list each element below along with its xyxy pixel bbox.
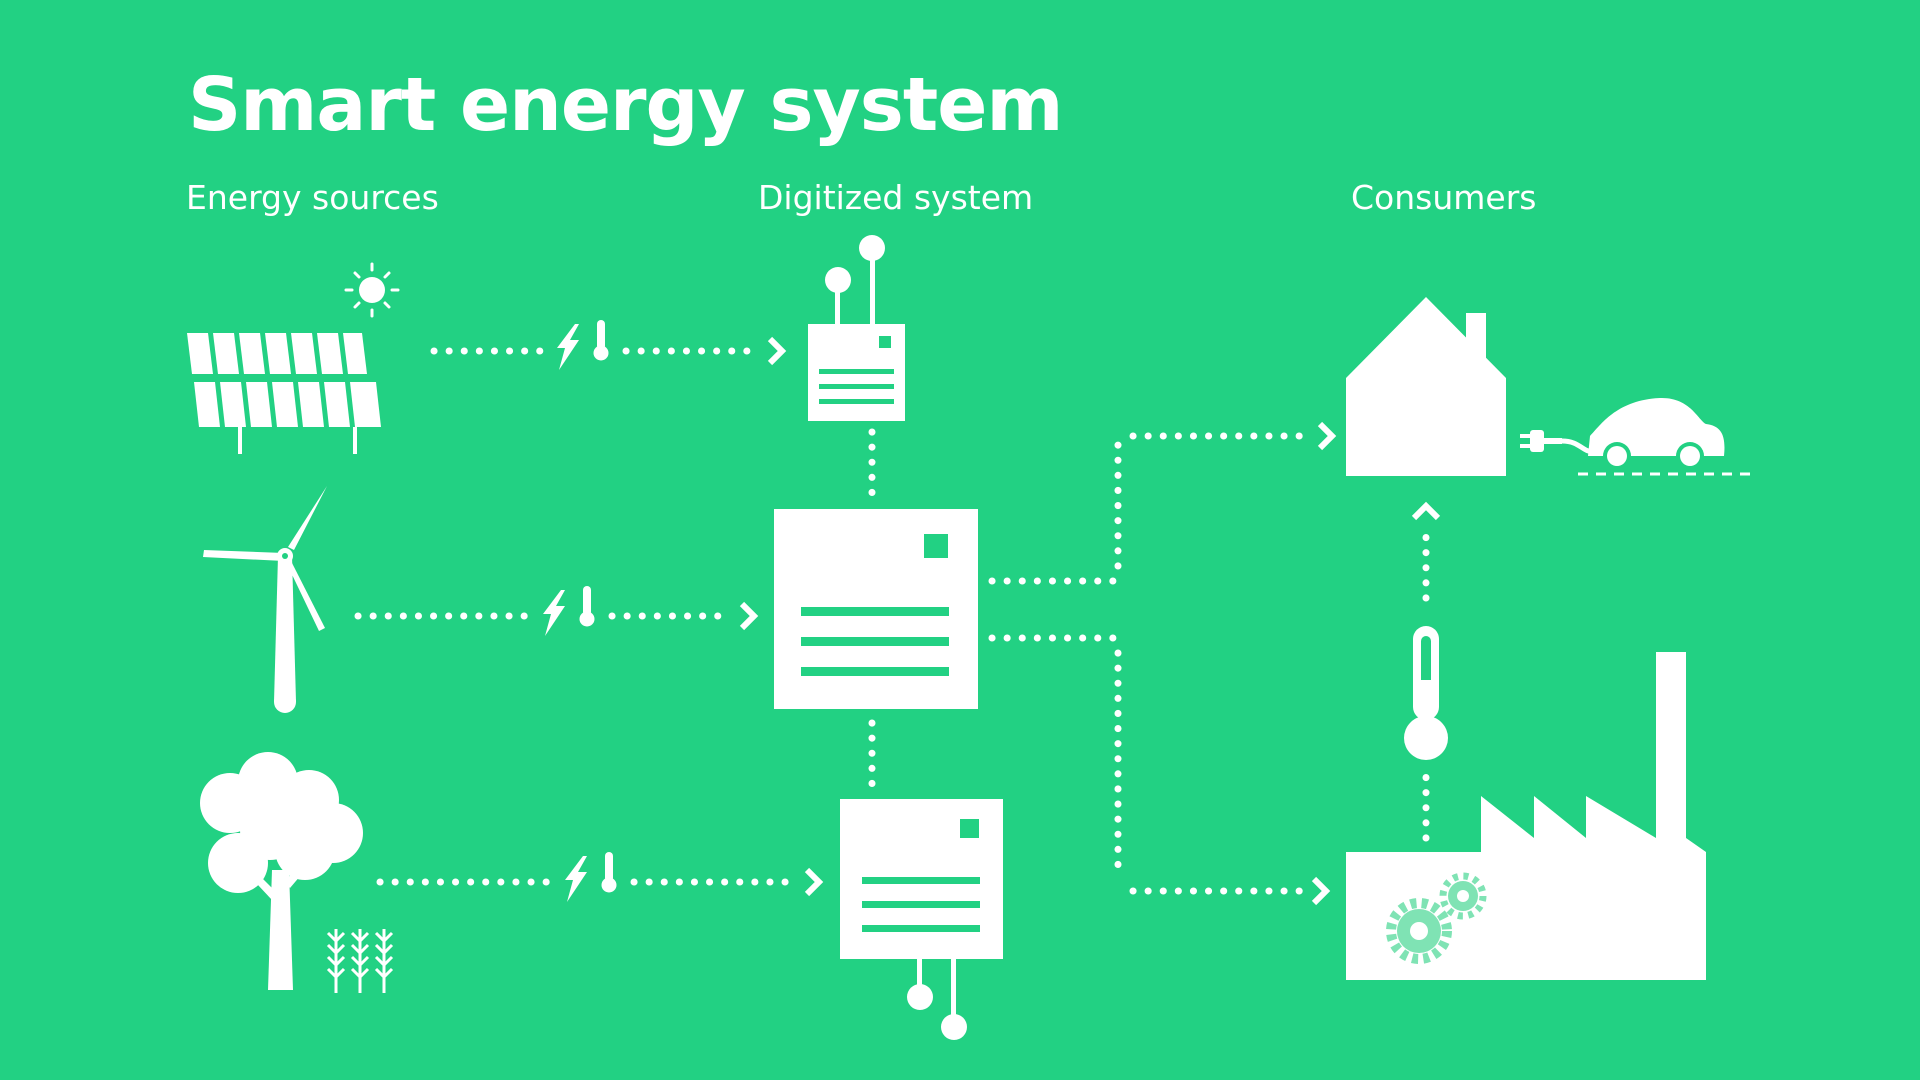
flow-wind-to-device (354, 586, 754, 636)
thermometer-icon (601, 852, 617, 893)
chevron-up-icon (1411, 501, 1441, 521)
digitized-system-label: Digitized system (758, 178, 1034, 217)
house-icon (1346, 297, 1506, 476)
wheat-icon (326, 929, 394, 993)
flow-solar-to-device (430, 320, 782, 370)
flow-to-factory (988, 634, 1306, 895)
device-bottom (840, 799, 1003, 1040)
chevron-right-icon (770, 339, 782, 363)
electric-car-icon (1520, 397, 1756, 476)
wind-turbine-icon (203, 486, 327, 713)
tree-icon (200, 752, 363, 990)
lightning-icon (565, 856, 587, 902)
thermometer-icon (579, 586, 595, 627)
plug-icon (1520, 430, 1562, 452)
factory-icon (1346, 652, 1706, 980)
chevron-right-icon (1320, 424, 1332, 448)
energy-sources-label: Energy sources (186, 178, 439, 217)
flow-biomass-to-device (376, 852, 819, 902)
gear-icon (1439, 872, 1487, 920)
consumers-label: Consumers (1351, 178, 1537, 217)
thermometer-icon (593, 320, 609, 361)
chevron-right-icon (742, 604, 754, 628)
antenna-icon (907, 959, 967, 1040)
flow-to-house (988, 432, 1314, 585)
gear-icon (1386, 898, 1452, 964)
chevron-right-icon (807, 870, 819, 894)
sun-icon (344, 262, 400, 318)
chevron-right-icon (1314, 879, 1326, 903)
lightning-icon (557, 324, 579, 370)
device-main (774, 509, 978, 709)
device-top (808, 235, 905, 421)
antenna-icon (825, 235, 885, 324)
page-title: Smart energy system (188, 62, 1063, 148)
solar-panel-icon (187, 333, 381, 454)
lightning-icon (543, 590, 565, 636)
thermometer-icon (1404, 626, 1448, 760)
flow-factory-to-house (1404, 501, 1448, 842)
